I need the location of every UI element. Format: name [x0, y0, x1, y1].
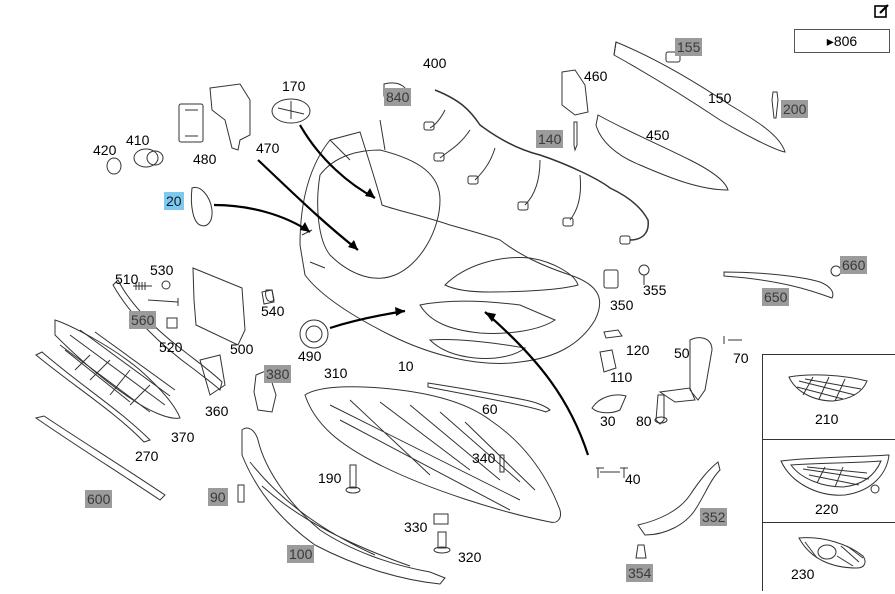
variant-210-label: 210 [815, 411, 839, 427]
part-380[interactable]: 380 [264, 365, 292, 383]
edit-pencil-icon[interactable] [874, 3, 890, 19]
part-150[interactable]: 150 [708, 90, 732, 106]
part-20[interactable]: 20 [164, 192, 184, 210]
sensor [133, 148, 164, 168]
part-510[interactable]: 510 [115, 271, 139, 287]
part-530[interactable]: 530 [150, 262, 174, 278]
variant-220-cell[interactable]: 220 [763, 439, 895, 523]
part-355[interactable]: 355 [643, 282, 667, 298]
part-650[interactable]: 650 [762, 288, 790, 306]
part-155[interactable]: 155 [675, 38, 703, 56]
part-10[interactable]: 10 [398, 358, 414, 374]
part-60[interactable]: 60 [482, 401, 498, 417]
variant-230-label: 230 [791, 566, 815, 582]
part-480[interactable]: 480 [193, 151, 217, 167]
part-500[interactable]: 500 [230, 341, 254, 357]
part-90[interactable]: 90 [208, 488, 228, 506]
part-600[interactable]: 600 [85, 490, 113, 508]
part-100[interactable]: 100 [287, 545, 315, 563]
part-660[interactable]: 660 [840, 256, 868, 274]
part-560[interactable]: 560 [129, 311, 157, 329]
part-170[interactable]: 170 [282, 78, 306, 94]
part-120[interactable]: 120 [626, 342, 650, 358]
grille-insert-chrome-drawing [780, 454, 890, 496]
part-320[interactable]: 320 [458, 549, 482, 565]
fog-light-bezel-drawing [798, 537, 866, 569]
part-200[interactable]: 200 [781, 100, 809, 118]
part-840[interactable]: 840 [384, 88, 412, 106]
part-360[interactable]: 360 [205, 403, 229, 419]
part-352[interactable]: 352 [700, 508, 728, 526]
variant-inset-panel: 210 220 230 [762, 354, 895, 591]
variant-230-cell[interactable]: 230 [763, 522, 895, 591]
part-354[interactable]: 354 [626, 564, 654, 582]
part-400[interactable]: 400 [423, 55, 447, 71]
part-80[interactable]: 80 [636, 413, 652, 429]
part-140[interactable]: 140 [536, 130, 564, 148]
variant-220-label: 220 [815, 501, 839, 517]
part-30[interactable]: 30 [600, 413, 616, 429]
pointer-arrows [213, 124, 590, 456]
variant-210-cell[interactable]: 210 [763, 355, 895, 440]
ref-number: 806 [833, 33, 858, 49]
part-420[interactable]: 420 [93, 142, 117, 158]
part-310[interactable]: 310 [324, 365, 348, 381]
bumper-cover [299, 119, 601, 364]
grille-insert-drawing [788, 374, 868, 402]
part-470[interactable]: 470 [256, 140, 280, 156]
part-330[interactable]: 330 [404, 519, 428, 535]
part-110[interactable]: 110 [610, 369, 633, 385]
arrow-right-icon: ▸ [826, 33, 834, 49]
part-40[interactable]: 40 [625, 471, 641, 487]
part-350[interactable]: 350 [610, 297, 634, 313]
part-370[interactable]: 370 [171, 429, 195, 445]
pointer-arrow-heads [300, 188, 496, 322]
part-340[interactable]: 340 [472, 450, 496, 466]
part-50[interactable]: 50 [674, 345, 690, 361]
underbody-panel [304, 386, 561, 523]
part-410[interactable]: 410 [126, 132, 150, 148]
grille-mesh [54, 319, 181, 419]
reference-link-806[interactable]: ▸806 [794, 29, 890, 53]
part-450[interactable]: 450 [646, 127, 670, 143]
part-190[interactable]: 190 [318, 470, 342, 486]
part-490[interactable]: 490 [298, 348, 322, 364]
harness-connectors [423, 121, 631, 245]
part-520[interactable]: 520 [159, 339, 183, 355]
part-540[interactable]: 540 [261, 303, 285, 319]
part-70[interactable]: 70 [733, 350, 749, 366]
part-460[interactable]: 460 [584, 68, 608, 84]
cover-cap [190, 186, 213, 227]
part-270[interactable]: 270 [135, 448, 159, 464]
